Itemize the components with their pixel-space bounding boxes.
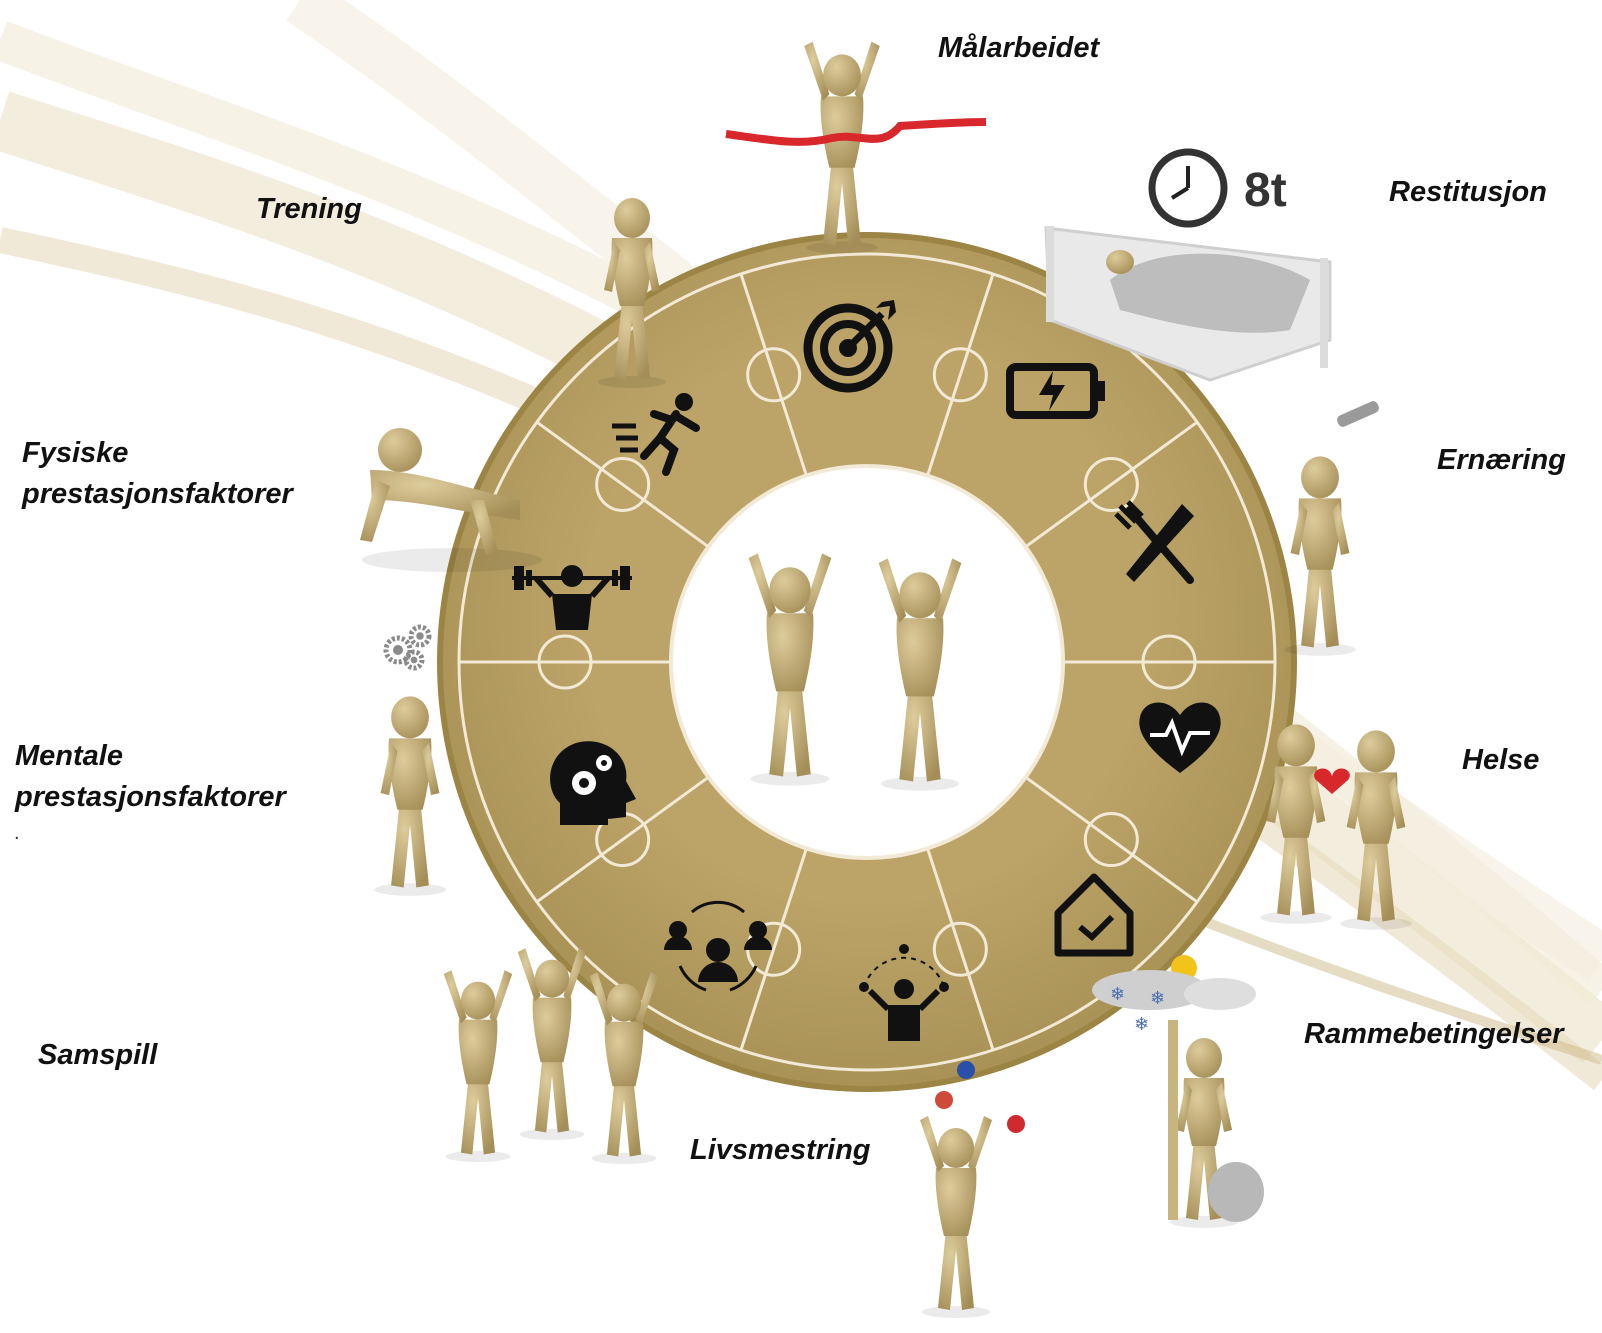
puzzle-knob xyxy=(1083,456,1139,512)
label-rammebetingelser: Rammebetingelser xyxy=(1304,1018,1564,1050)
juggle-ball xyxy=(957,1061,975,1079)
figure-pushup xyxy=(360,428,542,572)
group-icon xyxy=(664,900,772,992)
sack xyxy=(1208,1162,1264,1222)
figure-mentale xyxy=(374,696,446,896)
gears-icon xyxy=(383,624,432,671)
sleep-hours-text: 8t xyxy=(1244,164,1287,217)
center-figure-left xyxy=(748,553,832,786)
fork-knife-icon xyxy=(1114,500,1194,584)
puzzle-knob xyxy=(537,634,593,690)
svg-text:❄: ❄ xyxy=(1150,988,1165,1009)
label-restitusjon: Restitusjon xyxy=(1389,176,1547,208)
label-fysiske-line1: Fysiske xyxy=(22,437,129,469)
figure-malarbeidet xyxy=(804,41,880,254)
figure-livsmestring xyxy=(920,1116,992,1318)
label-mentale-dot: . xyxy=(14,822,20,844)
juggle-ball xyxy=(1007,1115,1025,1133)
center-figure-right xyxy=(878,558,962,791)
label-samspill: Samspill xyxy=(38,1039,158,1071)
figure-ernaering xyxy=(1284,456,1356,656)
battery-icon xyxy=(1006,363,1105,419)
figure-samspill-2 xyxy=(517,948,587,1141)
figure-helse-doctor xyxy=(1340,730,1412,930)
label-livsmestring: Livsmestring xyxy=(690,1134,871,1166)
puzzle-knob xyxy=(1083,812,1139,868)
label-fysiske-line2: prestasjonsfaktorer xyxy=(22,478,293,510)
weather-icon: ❄❄❄ xyxy=(1092,955,1256,1035)
figure-rammebetingelser xyxy=(1170,1038,1238,1228)
bottle xyxy=(1337,401,1379,427)
label-mentale-line1: Mentale xyxy=(15,740,123,772)
clock-icon xyxy=(1148,148,1228,228)
figure-samspill-3 xyxy=(589,972,659,1165)
label-mentale-line2: prestasjonsfaktorer xyxy=(15,781,286,813)
weightlifter-icon xyxy=(512,565,632,630)
skis xyxy=(1168,1020,1178,1220)
svg-text:❄: ❄ xyxy=(1110,984,1125,1005)
puzzle-knob xyxy=(595,456,651,512)
puzzle-knob xyxy=(932,347,988,403)
finish-ribbon xyxy=(725,118,987,146)
heart-prop xyxy=(1314,768,1350,794)
runner-icon xyxy=(612,393,700,476)
head-gears-icon xyxy=(550,741,636,825)
label-ernaering: Ernæring xyxy=(1437,444,1566,476)
house-check-icon xyxy=(1054,873,1134,957)
figure-trening xyxy=(598,198,666,388)
puzzle-knob xyxy=(1141,634,1197,690)
figure-helse-patient xyxy=(1260,724,1332,924)
label-helse: Helse xyxy=(1462,744,1540,776)
juggler-icon xyxy=(859,944,949,1041)
label-trening: Trening xyxy=(256,193,362,225)
puzzle-knob xyxy=(932,921,988,977)
figure-samspill-1 xyxy=(443,970,513,1163)
two-figures-high-five xyxy=(748,553,962,791)
label-malarbeidet: Målarbeidet xyxy=(938,32,1100,64)
bed xyxy=(1044,226,1332,382)
puzzle-knob xyxy=(746,347,802,403)
svg-text:❄: ❄ xyxy=(1134,1014,1149,1035)
target-icon xyxy=(803,300,896,393)
heart-pulse-icon xyxy=(1139,702,1221,773)
juggle-ball xyxy=(935,1091,953,1109)
